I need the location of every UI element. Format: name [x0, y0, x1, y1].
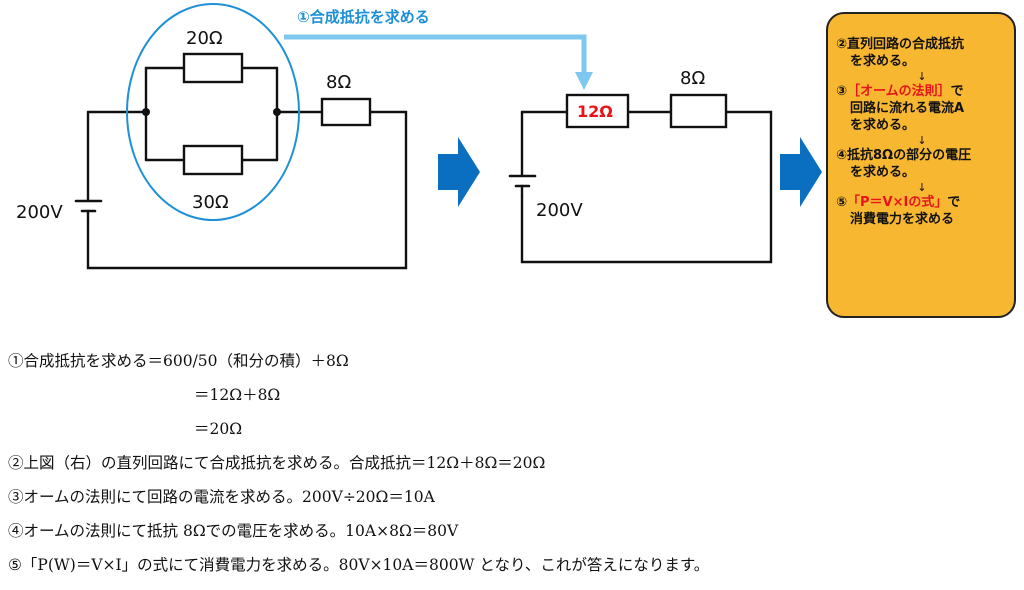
step-5: ⑤「P＝V×Iの式」で 消費電力を求める	[836, 195, 961, 227]
label-8-ohm-left: 8Ω	[326, 72, 351, 93]
down-arrow-icon: ↓	[917, 134, 927, 147]
explanation-line-2: ＝12Ω＋8Ω	[194, 386, 281, 404]
big-arrow-2	[780, 137, 822, 207]
battery-right	[508, 174, 537, 198]
junction-dot-left	[142, 108, 150, 116]
annotation-label: ①合成抵抗を求める	[297, 8, 430, 26]
step-4: ④抵抗8Ωの部分の電圧 を求める。	[836, 148, 972, 180]
connector-arrow	[284, 34, 593, 90]
right-circuit	[520, 110, 773, 264]
down-arrow-icon: ↓	[917, 70, 927, 83]
label-20-ohm: 20Ω	[186, 28, 223, 49]
label-12-ohm: 12Ω	[577, 102, 613, 121]
explanation-line-4: ②上図（右）の直列回路にて合成抵抗を求める。合成抵抗＝12Ω＋8Ω＝20Ω	[8, 454, 546, 472]
highlight-ellipse	[126, 3, 300, 221]
resistor-8-ohm-left	[320, 97, 372, 127]
explanation-line-1: ①合成抵抗を求める＝600/50（和分の積）＋8Ω	[8, 352, 349, 370]
junction-dot-right	[273, 108, 281, 116]
resistor-30-ohm	[182, 144, 244, 176]
big-arrow-1	[438, 137, 480, 207]
label-200v-left: 200V	[16, 202, 63, 223]
explanation-line-5: ③オームの法則にて回路の電流を求める。200V÷20Ω＝10A	[8, 488, 435, 506]
resistor-12-ohm	[565, 93, 630, 129]
explanation-line-7: ⑤「P(W)＝V×I」の式にて消費電力を求める。80V×10A＝800W となり…	[8, 556, 710, 574]
step-2: ②直列回路の合成抵抗 を求める。	[836, 37, 965, 69]
resistor-8-ohm-right	[669, 93, 728, 129]
label-200v-right: 200V	[536, 200, 583, 221]
explanation-line-3: ＝20Ω	[194, 420, 243, 438]
circuit-diagram: 20Ω 30Ω 8Ω 200V ①合成抵抗を求める 12Ω 8Ω 200V	[16, 3, 822, 270]
explanation-line-6: ④オームの法則にて抵抗 8Ωでの電圧を求める。10A×8Ω＝80V	[8, 522, 459, 540]
steps-box: ②直列回路の合成抵抗 を求める。 ↓ ③［オームの法則］で 回路に流れる電流A …	[826, 12, 1016, 318]
step-3: ③［オームの法則］で 回路に流れる電流A を求める。	[836, 84, 965, 133]
label-30-ohm: 30Ω	[192, 192, 229, 213]
down-arrow-icon: ↓	[917, 181, 927, 194]
resistor-20-ohm	[182, 52, 244, 84]
explanation: ①合成抵抗を求める＝600/50（和分の積）＋8Ω ＝12Ω＋8Ω ＝20Ω ②…	[8, 344, 1018, 582]
battery-left	[74, 199, 103, 224]
label-8-ohm-right: 8Ω	[680, 68, 705, 89]
